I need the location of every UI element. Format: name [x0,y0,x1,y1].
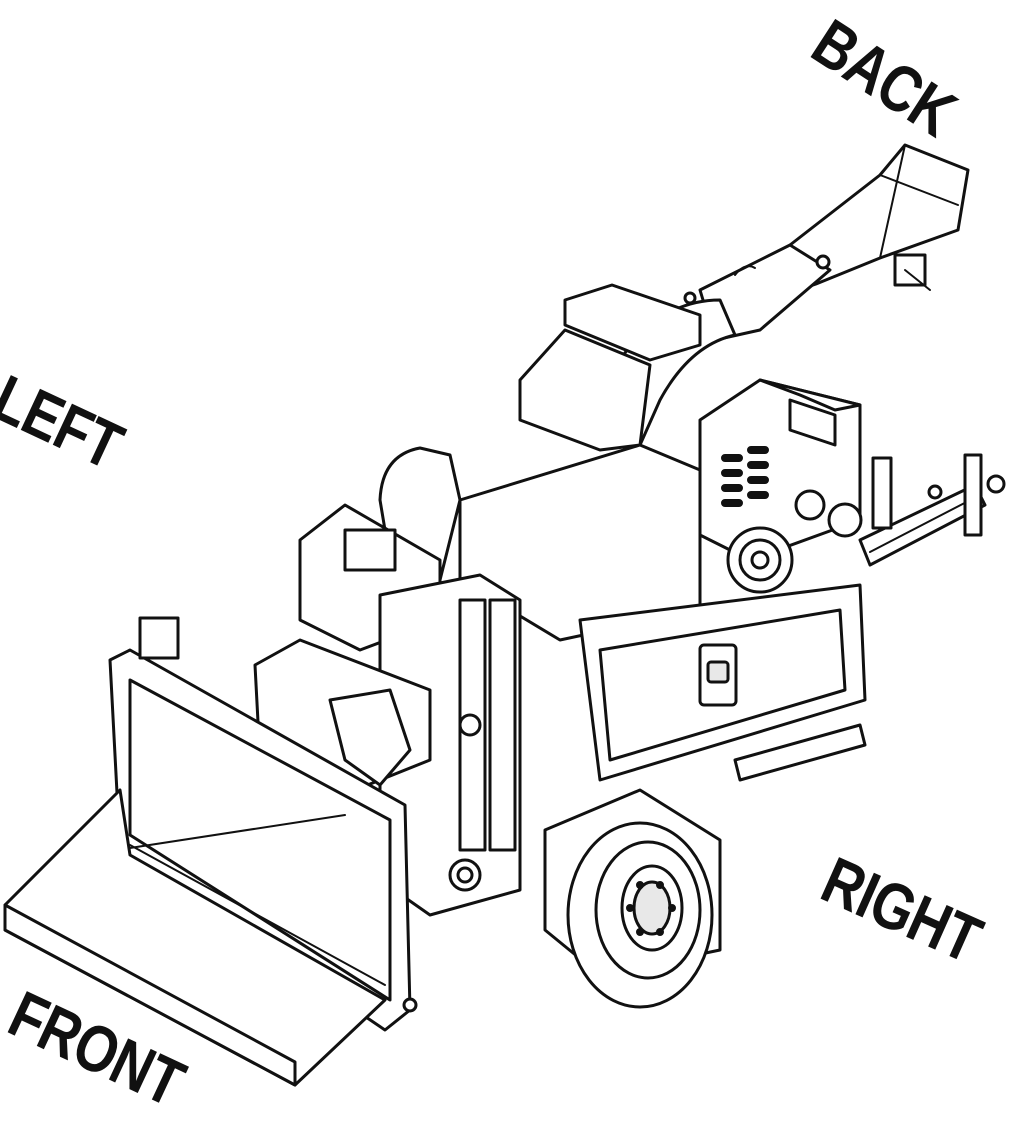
chipper-frame [458,443,867,782]
tow-hitch [858,453,1006,567]
infeed-hopper [3,616,432,1087]
engine-vent-slots [721,446,769,507]
feed-control-frame [298,446,522,917]
engine-pulley [726,489,863,594]
wheel-assembly [543,788,722,1009]
